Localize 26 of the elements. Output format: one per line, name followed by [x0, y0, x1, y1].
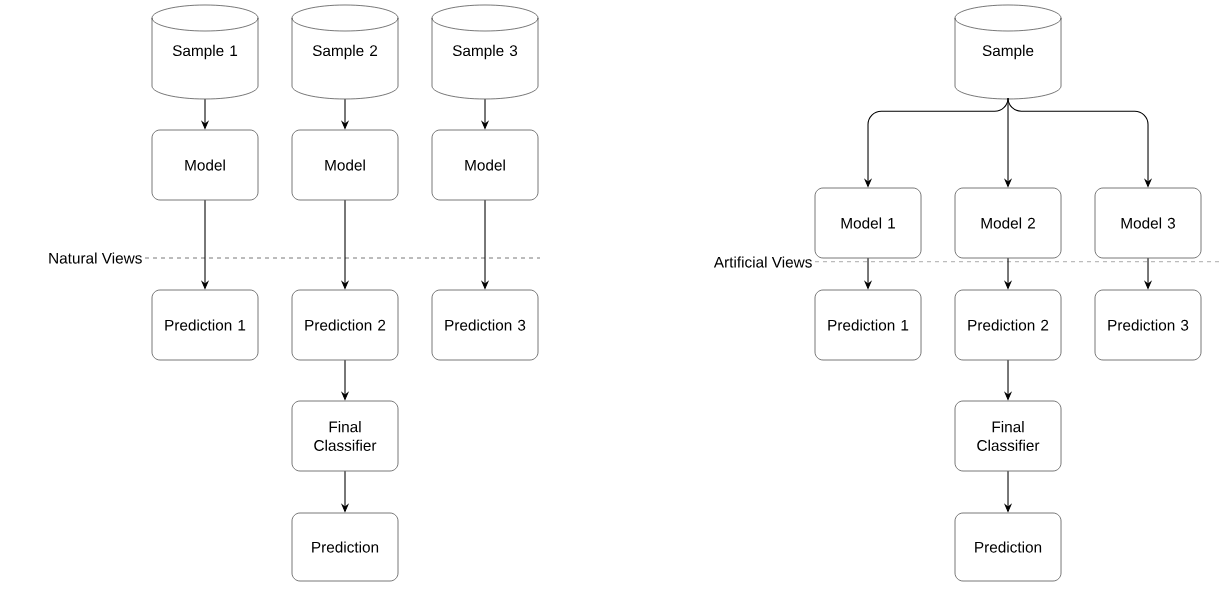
process-box: Model 1 [814, 187, 922, 259]
database-cylinder: Sample 2 [291, 4, 399, 100]
process-box: Prediction 2 [291, 289, 399, 361]
process-box: Prediction 1 [814, 289, 922, 361]
view-label: Natural Views [49, 252, 142, 264]
view-label: Artificial Views [713, 256, 812, 268]
database-cylinder: Sample 3 [431, 4, 539, 100]
process-box: Model 3 [1094, 187, 1202, 259]
process-box: Prediction [954, 512, 1062, 582]
process-box: Final Classifier [954, 400, 1062, 472]
process-box: Prediction 3 [1094, 289, 1202, 361]
process-box: Model 2 [954, 187, 1062, 259]
node-label: Sample 1 [172, 44, 238, 60]
node-label: Sample [982, 44, 1034, 60]
process-box: Model [151, 129, 259, 201]
database-cylinder: Sample 1 [151, 4, 259, 100]
process-box: Final Classifier [291, 400, 399, 472]
process-box: Prediction 3 [431, 289, 539, 361]
node-label: Sample 2 [312, 44, 378, 60]
process-box: Prediction 2 [954, 289, 1062, 361]
database-cylinder: Sample [954, 4, 1062, 100]
process-box: Prediction [291, 512, 399, 582]
node-label: Sample 3 [452, 44, 518, 60]
process-box: Prediction 1 [151, 289, 259, 361]
process-box: Model [431, 129, 539, 201]
process-box: Model [291, 129, 399, 201]
